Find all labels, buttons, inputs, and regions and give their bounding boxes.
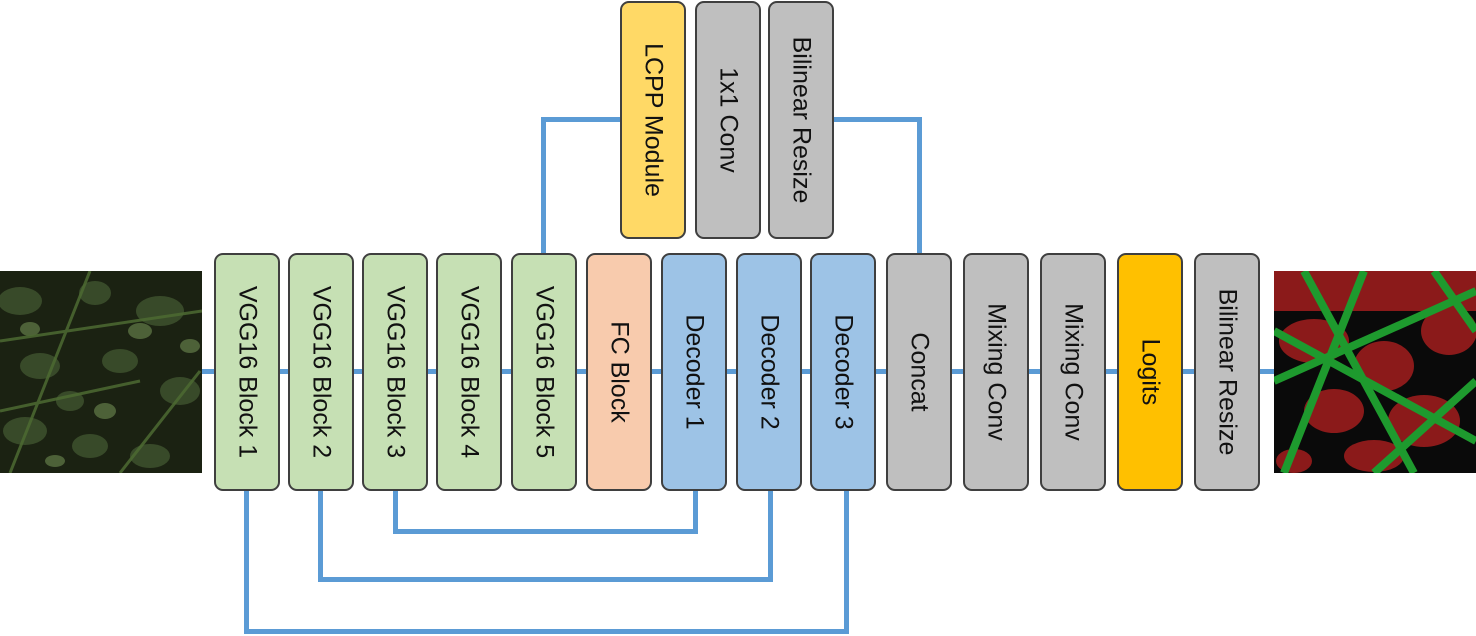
skip-wire-block5-up	[541, 117, 546, 257]
mixing-conv-1-block: Mixing Conv	[963, 253, 1029, 491]
final-bilinear-resize-label: Bilinear Resize	[1213, 288, 1242, 456]
vgg16-block-2: VGG16 Block 2	[288, 253, 354, 491]
decoder-2: Decoder 2	[736, 253, 802, 491]
vgg16-block-4: VGG16 Block 4	[436, 253, 502, 491]
skip-wire-decoder1-down	[693, 489, 698, 534]
final-bilinear-resize-block: Bilinear Resize	[1194, 253, 1260, 491]
output-segmentation-image	[1274, 271, 1476, 473]
skip-wire-top-right	[830, 117, 922, 122]
skip-wire-block2-decoder2	[318, 577, 773, 582]
mixing-conv-1-label: Mixing Conv	[982, 303, 1011, 441]
skip-wire-block1-decoder3	[244, 629, 849, 634]
fc-block-label: FC Block	[605, 321, 634, 423]
decoder-1: Decoder 1	[661, 253, 727, 491]
input-clover-image	[0, 271, 202, 473]
lcpp-module-label: LCPP Module	[639, 43, 668, 197]
fc-block: FC Block	[586, 253, 652, 491]
decoder-3: Decoder 3	[810, 253, 876, 491]
top-bilinear-resize-label: Bilinear Resize	[787, 36, 816, 204]
vgg16-block-1-label: VGG16 Block 1	[233, 285, 262, 459]
concat-label: Concat	[905, 332, 934, 412]
decoder-1-label: Decoder 1	[680, 314, 709, 430]
skip-wire-block1-down	[244, 489, 249, 634]
skip-wire-decoder2-down	[768, 489, 773, 582]
lcpp-module-block: LCPP Module	[620, 1, 686, 239]
decoder-3-label: Decoder 3	[829, 314, 858, 430]
vgg16-block-3-label: VGG16 Block 3	[381, 285, 410, 459]
vgg16-block-5-label: VGG16 Block 5	[530, 285, 559, 459]
decoder-2-label: Decoder 2	[755, 314, 784, 430]
vgg16-block-1: VGG16 Block 1	[214, 253, 280, 491]
vgg16-block-5: VGG16 Block 5	[511, 253, 577, 491]
vgg16-block-2-label: VGG16 Block 2	[307, 285, 336, 459]
vgg16-block-3: VGG16 Block 3	[362, 253, 428, 491]
skip-wire-top-left	[541, 117, 625, 122]
logits-label: Logits	[1136, 338, 1165, 406]
conv-1x1-block: 1x1 Conv	[695, 1, 761, 239]
conv-1x1-label: 1x1 Conv	[714, 67, 743, 173]
skip-wire-block2-down	[318, 489, 323, 582]
top-bilinear-resize-block: Bilinear Resize	[768, 1, 834, 239]
clover-photo-icon	[0, 271, 202, 473]
mixing-conv-2-block: Mixing Conv	[1040, 253, 1106, 491]
mixing-conv-2-label: Mixing Conv	[1059, 303, 1088, 441]
segmentation-mask-icon	[1274, 271, 1476, 473]
skip-wire-block3-down	[393, 489, 398, 534]
skip-wire-decoder3-down	[844, 489, 849, 634]
skip-wire-concat-down	[917, 117, 922, 257]
logits-block: Logits	[1117, 253, 1183, 491]
vgg16-block-4-label: VGG16 Block 4	[455, 285, 484, 459]
concat-block: Concat	[886, 253, 952, 491]
skip-wire-block3-decoder1	[393, 529, 698, 534]
